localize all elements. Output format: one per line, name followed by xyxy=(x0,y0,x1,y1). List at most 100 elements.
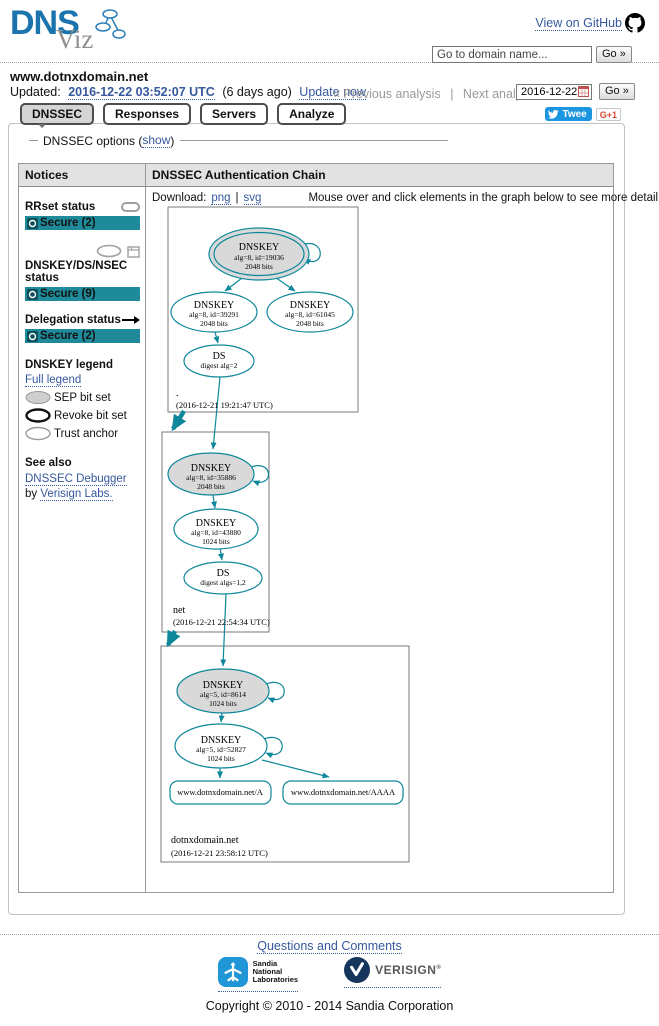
social-buttons: Twee G+1 xyxy=(545,107,621,121)
svg-text:www.dotnxdomain.net/AAAA: www.dotnxdomain.net/AAAA xyxy=(291,787,396,797)
svg-text:alg=8, id=61045: alg=8, id=61045 xyxy=(285,310,335,319)
svg-text:DS: DS xyxy=(213,351,226,362)
node-dotnx-ksk[interactable]: DNSKEY alg=5, id=8614 1024 bits xyxy=(176,668,270,714)
analysis-nav-divider: | xyxy=(450,87,454,101)
edge-net-ds-dotnx-ksk xyxy=(220,593,227,667)
verisign-logo-link[interactable]: VERISIGN® xyxy=(344,957,442,988)
domain-search: Go » xyxy=(432,46,632,65)
node-net-ds[interactable]: DS digest algs=1,2 xyxy=(183,561,263,595)
tweet-button[interactable]: Twee xyxy=(545,107,592,121)
copyright-text: Copyright © 2010 - 2014 Sandia Corporati… xyxy=(205,999,454,1013)
node-root-zsk1[interactable]: DNSKEY alg=8, id=39291 2048 bits xyxy=(170,291,258,333)
svg-text:www.dotnxdomain.net/A: www.dotnxdomain.net/A xyxy=(177,787,264,797)
update-now-link[interactable]: Update now xyxy=(299,85,367,100)
questions-comments-link[interactable]: Questions and Comments xyxy=(257,939,402,954)
rrset-shape-icon xyxy=(121,202,140,212)
node-root-ds[interactable]: DS digest alg=2 xyxy=(183,344,255,378)
gplus-button[interactable]: G+1 xyxy=(595,107,621,121)
verisign-labs-link[interactable]: Verisign Labs. xyxy=(40,488,113,501)
page-title: www.dotnxdomain.net xyxy=(10,69,149,84)
previous-analysis-link: « Previous analysis xyxy=(333,87,441,101)
legend-sep-row: SEP bit set xyxy=(25,390,140,405)
svg-text:DNSKEY: DNSKEY xyxy=(191,463,232,474)
notices-table: Notices DNSSEC Authentication Chain RRse… xyxy=(18,163,659,893)
node-net-ksk[interactable]: DNSKEY alg=8, id=35886 2048 bits xyxy=(167,452,255,496)
svg-text:alg=8, id=39291: alg=8, id=39291 xyxy=(189,310,239,319)
sandia-line1: Sandia xyxy=(252,959,278,968)
logo-graph-icon xyxy=(95,9,126,39)
analysis-date-input[interactable] xyxy=(516,84,592,100)
svg-text:alg=5, id=52827: alg=5, id=52827 xyxy=(196,745,246,754)
sep-bit-label: SEP bit set xyxy=(54,391,111,404)
footer-divider xyxy=(0,934,659,935)
search-go-button[interactable]: Go » xyxy=(596,46,632,63)
node-rrset-a[interactable]: www.dotnxdomain.net/A xyxy=(169,780,272,805)
dnskey-secure-label: Secure (9) xyxy=(40,288,96,300)
options-rule xyxy=(180,140,449,141)
revoke-bit-label: Revoke bit set xyxy=(54,409,127,422)
download-svg-link[interactable]: svg xyxy=(243,192,262,205)
svg-text:2048 bits: 2048 bits xyxy=(197,482,225,491)
edge-root-ds-net-ksk xyxy=(210,376,221,450)
zone-timestamp-dotnxdomain: (2016-12-21 23:58:12 UTC) xyxy=(171,848,268,858)
twitter-bird-icon xyxy=(548,109,560,119)
dnskey-status-heading: DNSKEY/DS/NSEC status xyxy=(25,260,140,284)
zone-box-root xyxy=(167,206,359,413)
zone-box-dotnxdomain xyxy=(160,645,410,863)
options-show-link[interactable]: show xyxy=(142,133,171,148)
status-dot-icon xyxy=(27,330,38,342)
full-legend-link[interactable]: Full legend xyxy=(25,374,82,387)
analysis-time-link[interactable]: 2016-12-22 03:52:07 UTC xyxy=(68,85,215,100)
table-header: Notices DNSSEC Authentication Chain xyxy=(19,164,613,187)
dnssec-debugger-link[interactable]: DNSSEC Debugger xyxy=(25,473,127,486)
view-on-github-link[interactable]: View on GitHub xyxy=(535,15,622,31)
delegation-arrow-icon xyxy=(122,316,140,324)
search-input[interactable] xyxy=(432,46,592,63)
dnsviz-logo[interactable]: DNS Viz xyxy=(10,4,140,60)
edge-delegation-net-dotnx xyxy=(165,629,181,648)
graph-hint: Mouse over and click elements in the gra… xyxy=(308,192,659,204)
header-divider xyxy=(0,62,659,63)
tab-dnssec[interactable]: DNSSEC xyxy=(20,103,95,128)
sandia-line3: Laboratories xyxy=(252,975,299,984)
node-root-zsk2[interactable]: DNSKEY alg=8, id=61045 2048 bits xyxy=(266,291,354,333)
rrset-status-heading: RRset status xyxy=(25,201,140,213)
download-label: Download: xyxy=(152,192,207,204)
calendar-icon[interactable] xyxy=(578,86,589,97)
chain-header: DNSSEC Authentication Chain xyxy=(152,168,326,182)
node-root-ksk[interactable]: DNSKEY alg=8, id=19036 2048 bits xyxy=(208,227,310,281)
delegation-secure-badge[interactable]: Secure (2) xyxy=(25,329,140,343)
dnskey-secure-badge[interactable]: Secure (9) xyxy=(25,287,140,301)
delegation-status-heading: Delegation status xyxy=(25,314,140,326)
node-dotnx-zsk[interactable]: DNSKEY alg=5, id=52827 1024 bits xyxy=(174,723,268,769)
node-rrset-aaaa[interactable]: www.dotnxdomain.net/AAAA xyxy=(282,780,404,805)
svg-text:alg=8, id=19036: alg=8, id=19036 xyxy=(234,253,284,262)
svg-text:alg=5, id=8614: alg=5, id=8614 xyxy=(200,690,246,699)
notices-sidebar: RRset status Secure (2) DNSKEY/DS/NSEC s… xyxy=(19,187,146,892)
options-close: ) xyxy=(170,133,175,148)
zone-label-dotnxdomain: dotnxdomain.net xyxy=(171,835,239,846)
delegation-status-title: Delegation status xyxy=(25,314,121,326)
rrset-secure-badge[interactable]: Secure (2) xyxy=(25,216,140,230)
edge-net-ksk-selfloop xyxy=(250,465,269,487)
revoke-bit-icon xyxy=(25,408,51,423)
download-png-link[interactable]: png xyxy=(211,192,231,205)
sandia-thunderbird-icon xyxy=(217,957,248,987)
tab-responses[interactable]: Responses xyxy=(103,103,192,125)
zone-box-net xyxy=(161,431,270,633)
dnskey-ellipse-icon xyxy=(96,244,122,258)
rrset-status-title: RRset status xyxy=(25,201,96,213)
legend-revoke-row: Revoke bit set xyxy=(25,408,140,423)
nsec-shape-icon xyxy=(127,245,140,258)
tab-servers[interactable]: Servers xyxy=(200,103,269,125)
logo-viz-text: Viz xyxy=(56,24,94,54)
date-go-button[interactable]: Go » xyxy=(599,83,635,100)
dnssec-options: DNSSEC options (show) xyxy=(29,133,449,148)
node-net-zsk[interactable]: DNSKEY alg=8, id=43880 1024 bits xyxy=(173,508,259,550)
verisign-wordmark: VERISIGN xyxy=(375,963,437,977)
sandia-logo-link[interactable]: Sandia National Laboratories xyxy=(217,957,299,992)
svg-text:DNSKEY: DNSKEY xyxy=(203,680,244,691)
updated-row: Updated: 2016-12-22 03:52:07 UTC (6 days… xyxy=(10,85,367,100)
tab-analyze[interactable]: Analyze xyxy=(277,103,347,125)
see-also-title: See also xyxy=(25,457,72,469)
